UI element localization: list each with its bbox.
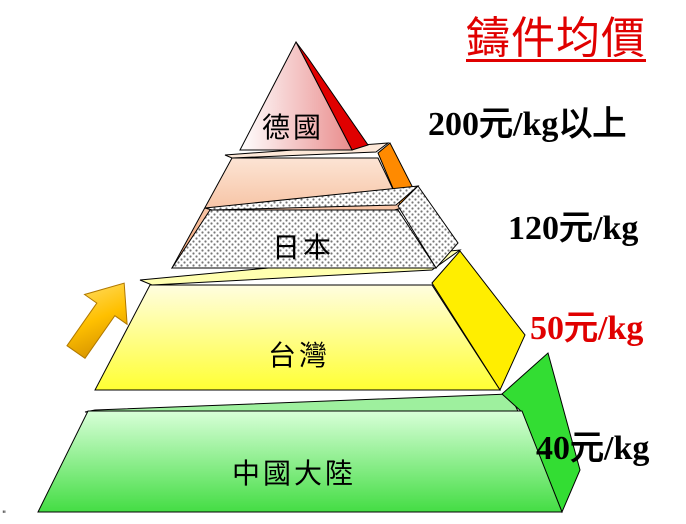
tier-japan [171, 185, 459, 269]
tier-label-china: 中國大陸 [232, 457, 357, 490]
corner-mark: " [2, 510, 6, 520]
tier-japan-side [397, 185, 459, 269]
tier-china-front [37, 410, 563, 513]
tier-japan-front [171, 209, 437, 269]
tier-taiwan [94, 249, 526, 392]
tier-taiwan-front [94, 284, 501, 391]
tier-label-taiwan: 台灣 [268, 339, 331, 372]
tier-germany [239, 40, 369, 151]
price-label-taiwan: 50元/kg [530, 310, 644, 347]
tier-label-germany: 德國 [262, 111, 325, 144]
price-label-china: 40元/kg [536, 430, 650, 467]
tier-china [37, 352, 581, 514]
up-arrow-icon [66, 282, 128, 360]
diagram-title: 鑄件均價 [466, 13, 646, 64]
price-label-germany: 200元/kg以上 [428, 106, 627, 143]
tier-china-side [501, 352, 581, 514]
tier-label-japan: 日本 [272, 231, 335, 264]
tier-germany-front [239, 40, 353, 151]
price-label-japan: 120元/kg [508, 210, 639, 247]
